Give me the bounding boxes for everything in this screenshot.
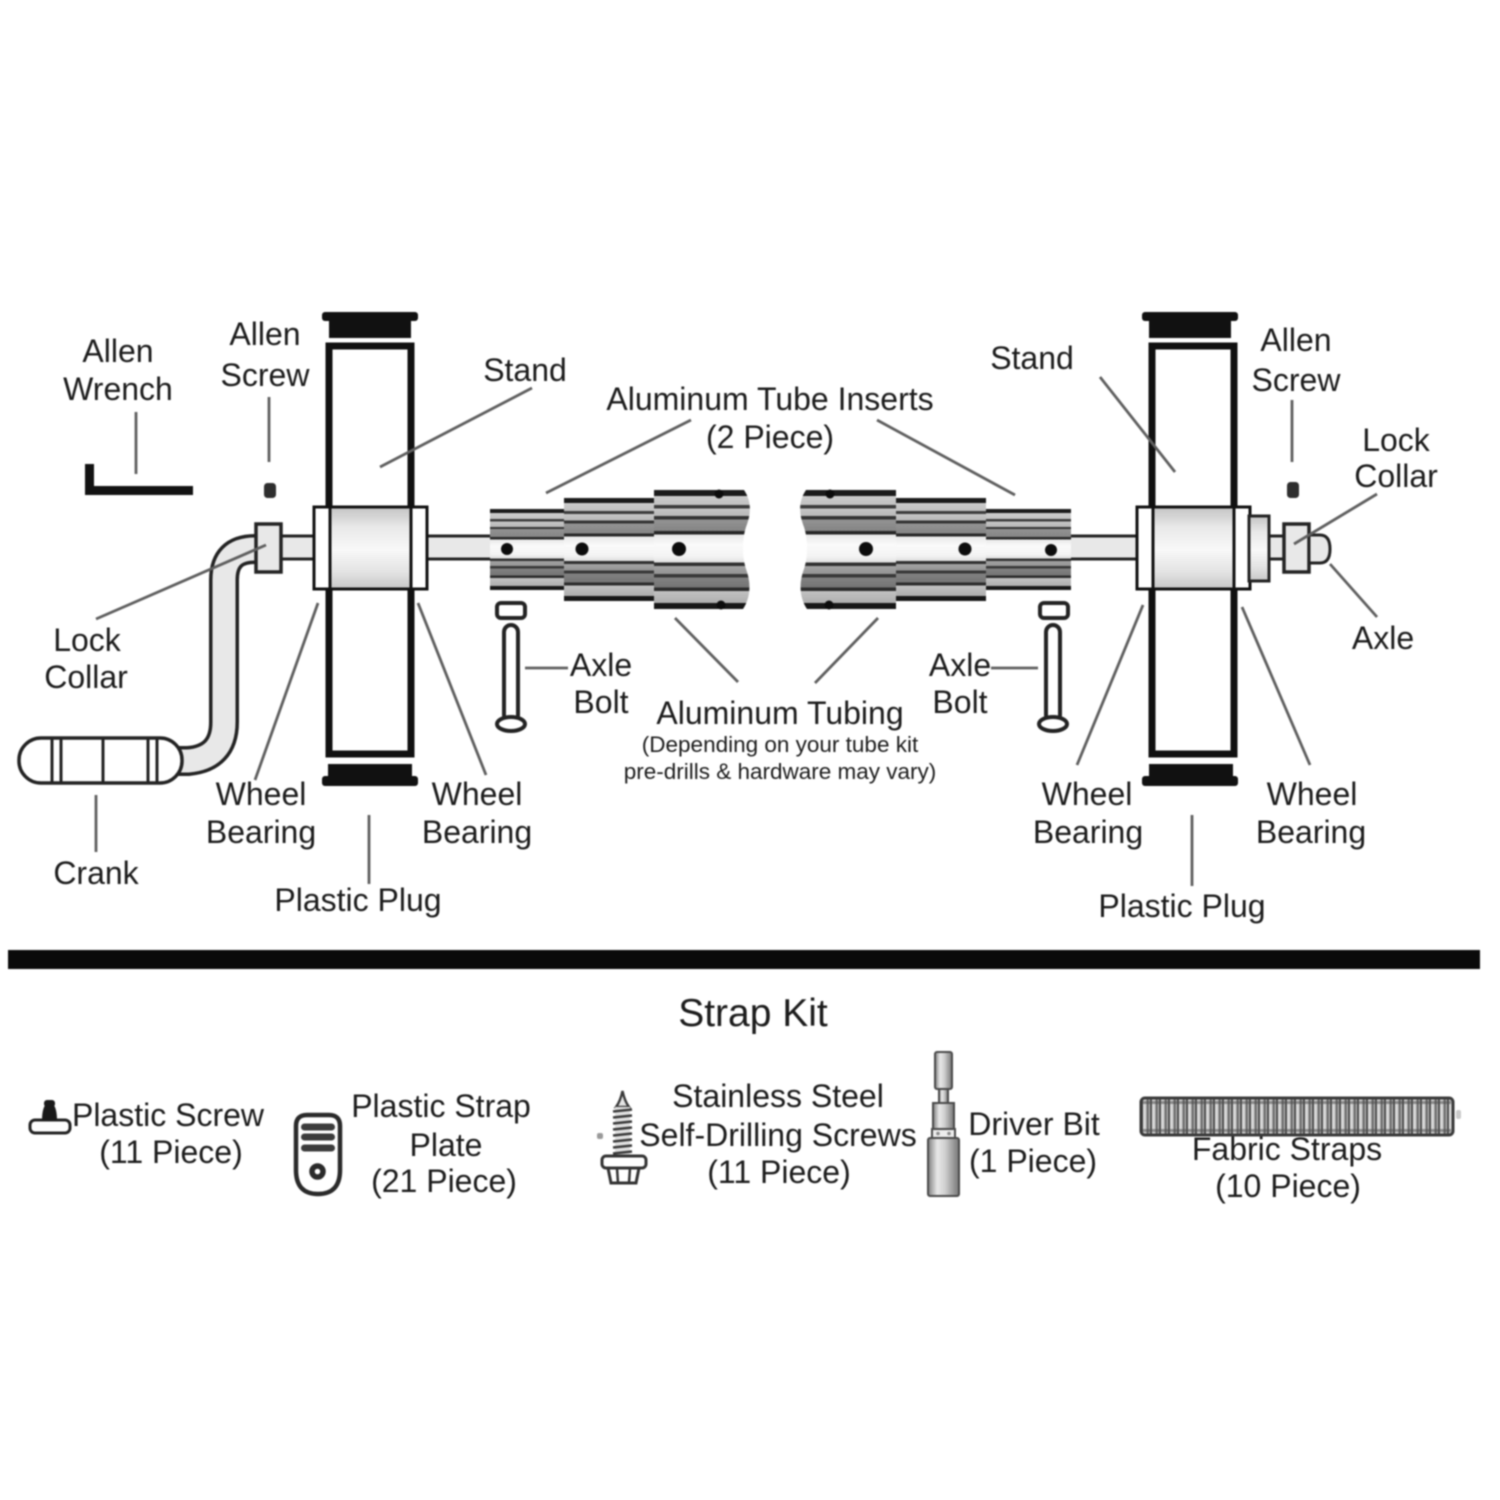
svg-text:Collar: Collar — [44, 659, 128, 695]
svg-text:Aluminum Tube Inserts: Aluminum Tube Inserts — [606, 381, 933, 417]
svg-text:Driver Bit: Driver Bit — [968, 1106, 1100, 1142]
svg-text:Allen: Allen — [1260, 322, 1331, 358]
svg-text:Stand: Stand — [990, 340, 1074, 376]
svg-text:Bolt: Bolt — [932, 684, 987, 720]
svg-text:Plastic Screw: Plastic Screw — [72, 1097, 265, 1133]
svg-text:Wheel: Wheel — [1042, 776, 1133, 812]
svg-text:Wheel: Wheel — [1267, 776, 1358, 812]
svg-text:(10 Piece): (10 Piece) — [1215, 1168, 1361, 1204]
svg-text:Lock: Lock — [1362, 422, 1431, 458]
svg-text:Plate: Plate — [410, 1127, 483, 1163]
svg-text:Screw: Screw — [221, 357, 311, 393]
svg-text:Wheel: Wheel — [432, 776, 523, 812]
svg-text:Axle: Axle — [929, 647, 991, 683]
svg-text:pre-drills & hardware may vary: pre-drills & hardware may vary) — [624, 759, 937, 784]
svg-text:Allen: Allen — [229, 316, 300, 352]
svg-text:(11 Piece): (11 Piece) — [707, 1154, 850, 1190]
svg-text:(21 Piece): (21 Piece) — [371, 1163, 517, 1199]
svg-text:Fabric Straps: Fabric Straps — [1192, 1131, 1382, 1167]
svg-text:Plastic Plug: Plastic Plug — [274, 882, 441, 918]
svg-text:Crank: Crank — [53, 855, 139, 891]
svg-text:(1 Piece): (1 Piece) — [969, 1143, 1097, 1179]
svg-text:Plastic Plug: Plastic Plug — [1098, 888, 1265, 924]
svg-text:Wheel: Wheel — [216, 776, 307, 812]
svg-text:Aluminum Tubing: Aluminum Tubing — [656, 695, 903, 731]
svg-text:Wrench: Wrench — [63, 371, 173, 407]
svg-text:(2 Piece): (2 Piece) — [706, 419, 834, 455]
svg-text:Bearing: Bearing — [422, 814, 532, 850]
svg-text:Collar: Collar — [1354, 458, 1438, 494]
svg-text:Bearing: Bearing — [1256, 814, 1366, 850]
svg-text:Stainless Steel: Stainless Steel — [672, 1078, 884, 1114]
svg-text:Allen: Allen — [82, 333, 153, 369]
svg-text:Stand: Stand — [483, 352, 567, 388]
svg-text:Axle: Axle — [1352, 620, 1414, 656]
svg-text:Screw: Screw — [1252, 362, 1342, 398]
svg-text:Bolt: Bolt — [573, 684, 628, 720]
svg-text:(Depending on your tube kit: (Depending on your tube kit — [642, 732, 919, 757]
svg-text:Axle: Axle — [570, 647, 632, 683]
svg-text:(11 Piece): (11 Piece) — [99, 1134, 242, 1170]
svg-text:Plastic Strap: Plastic Strap — [351, 1088, 531, 1124]
svg-text:Strap Kit: Strap Kit — [678, 992, 828, 1035]
svg-text:Bearing: Bearing — [206, 814, 316, 850]
svg-text:Lock: Lock — [53, 622, 122, 658]
svg-text:Self-Drilling Screws: Self-Drilling Screws — [639, 1117, 916, 1153]
svg-text:Bearing: Bearing — [1033, 814, 1143, 850]
